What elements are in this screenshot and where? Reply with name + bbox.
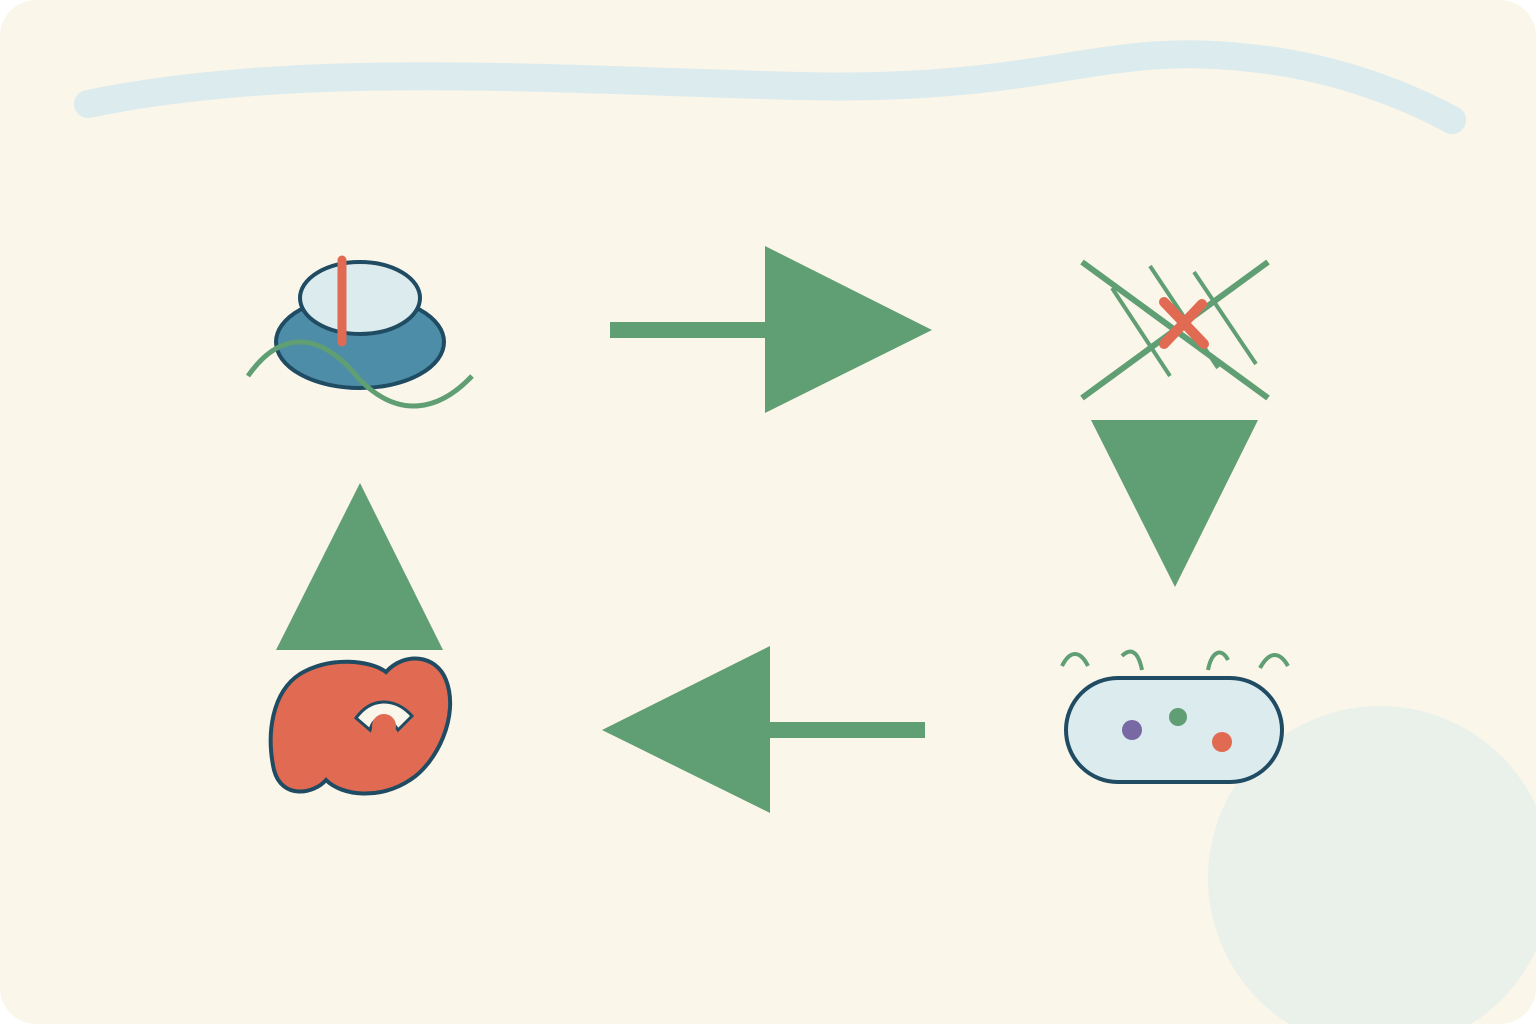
capsule-body	[1064, 676, 1284, 784]
arrow-down	[1091, 420, 1258, 587]
capsule-hair-4	[1258, 653, 1290, 670]
arrow-right-head	[765, 246, 932, 413]
arrow-right-shaft	[610, 322, 770, 338]
arrow-down-head	[1091, 420, 1258, 587]
capsule-hair-2	[1120, 649, 1144, 671]
crossed-lines-icon	[1080, 259, 1270, 401]
red-x-stroke-2	[1159, 299, 1207, 349]
capsule-hair-1	[1060, 652, 1090, 667]
arrow-right	[610, 246, 932, 413]
arrow-left-shaft	[765, 722, 925, 738]
arrow-up	[276, 483, 443, 650]
top-wave-decoration	[74, 40, 1466, 134]
disk-top	[298, 260, 422, 336]
blob-pupil	[372, 714, 396, 738]
hatch-line-3	[1192, 270, 1258, 366]
blob-icon	[268, 656, 452, 796]
capsule-dot-purple	[1122, 720, 1142, 740]
capsule-hair-3	[1206, 650, 1230, 671]
capsule-icon	[1060, 649, 1290, 784]
arrow-left	[602, 646, 925, 813]
corner-decoration	[1208, 706, 1536, 1024]
blob-body	[268, 656, 452, 796]
capsule-dot-green	[1169, 708, 1187, 726]
arrow-left-head	[602, 646, 770, 813]
stacked-disk-icon	[245, 255, 474, 409]
arrow-up-head	[276, 483, 443, 650]
disk-wave-line	[245, 339, 474, 409]
capsule-dot-red	[1212, 732, 1232, 752]
hatch-line-1	[1110, 286, 1172, 378]
